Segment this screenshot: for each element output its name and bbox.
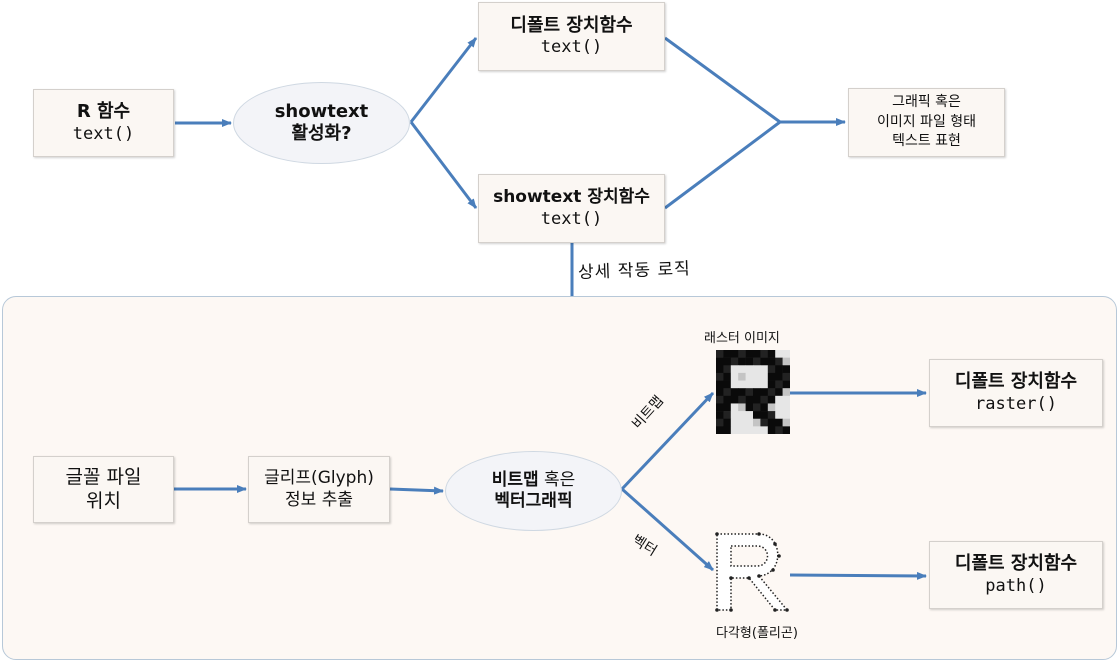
output-line1: 그래픽 혹은 — [892, 94, 961, 111]
arrow-to-raster — [620, 391, 715, 491]
arrow-to-showtext-device — [409, 121, 478, 209]
glyph-line2: 정보 추출 — [285, 489, 353, 510]
r-function-box: R 함수 text() — [33, 89, 174, 157]
arrow-to-default-device — [409, 37, 478, 123]
showtext-decision: showtext 활성화? — [233, 82, 410, 164]
showtext-device-code: text() — [540, 208, 603, 229]
raster-device-title: 디폴트 장치함수 — [954, 371, 1078, 393]
output-line2: 이미지 파일 형태 — [876, 113, 977, 130]
r-function-title: R 함수 — [76, 101, 131, 123]
path-device-box: 디폴트 장치함수 path() — [929, 541, 1103, 609]
raster-r-image — [716, 350, 790, 434]
line-showtext-to-merge — [664, 120, 781, 210]
raster-image-caption: 래스터 이미지 — [704, 331, 780, 346]
arrow-vector-to-device — [789, 571, 927, 580]
r-function-code: text() — [72, 123, 135, 144]
font-file-line1: 글꼴 파일 — [65, 465, 142, 488]
arrow-to-vector — [621, 487, 714, 572]
path-device-code: path() — [985, 575, 1047, 596]
font-file-box: 글꼴 파일 위치 — [33, 456, 174, 523]
detail-logic-label: 상세 작동 로직 — [577, 259, 692, 283]
bitmap-word: 비트맵 — [491, 469, 539, 490]
path-device-title: 디폴트 장치함수 — [954, 553, 1078, 575]
glyph-line1: 글리프(Glyph) — [264, 468, 374, 489]
output-text-box: 그래픽 혹은 이미지 파일 형태 텍스트 표현 — [848, 88, 1005, 157]
raster-device-code: raster() — [975, 393, 1057, 414]
showtext-decision-line1: showtext — [274, 100, 369, 122]
vector-r-outline — [715, 532, 789, 612]
line-default-to-merge — [664, 36, 781, 124]
or-word: 혹은 — [538, 469, 576, 490]
vector-graphic-word: 벡터그래픽 — [494, 491, 573, 511]
showtext-device-title: showtext 장치함수 — [493, 187, 650, 208]
default-device-code: text() — [540, 37, 603, 58]
raster-device-box: 디폴트 장치함수 raster() — [929, 359, 1103, 427]
bitmap-or-vector-line1: 비트맵 혹은 — [492, 470, 576, 491]
arrow-glyph-to-ellipse — [389, 486, 444, 495]
bitmap-or-vector-ellipse: 비트맵 혹은 벡터그래픽 — [445, 451, 622, 531]
showtext-decision-line2: 활성화? — [291, 123, 352, 144]
font-file-line2: 위치 — [86, 489, 121, 512]
default-device-box: 디폴트 장치함수 text() — [478, 2, 665, 71]
output-line3: 텍스트 표현 — [892, 133, 961, 150]
glyph-extract-box: 글리프(Glyph) 정보 추출 — [248, 456, 390, 523]
polygon-caption: 다각형(폴리곤) — [716, 626, 798, 641]
showtext-device-box: showtext 장치함수 text() — [478, 174, 665, 243]
default-device-title: 디폴트 장치함수 — [510, 14, 633, 36]
